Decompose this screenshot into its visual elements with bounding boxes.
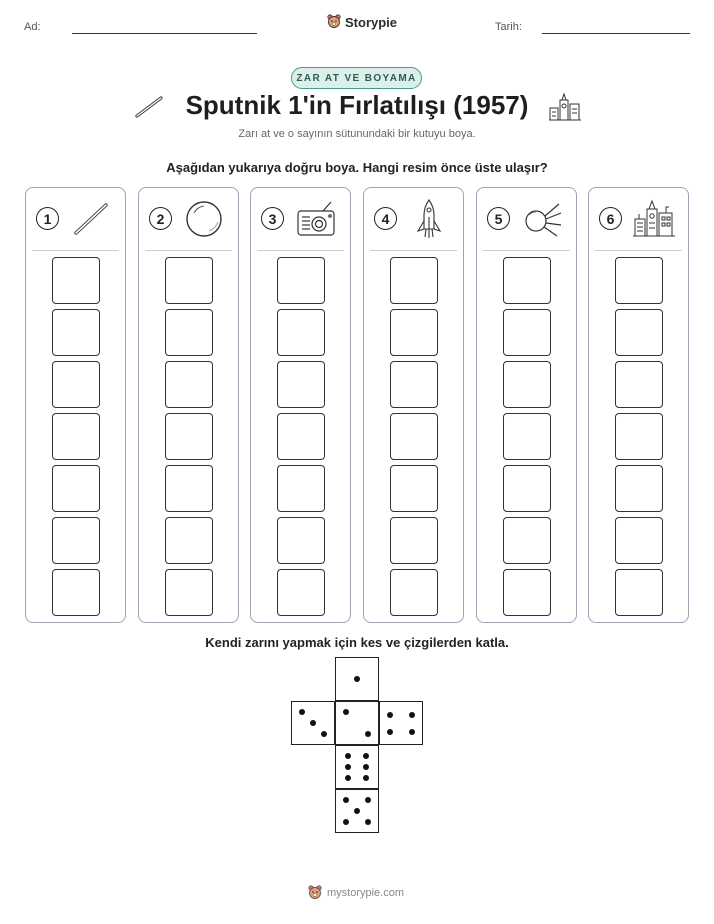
antenna-rod-icon <box>74 203 108 235</box>
dice-face-6 <box>335 745 379 789</box>
column-number: 1 <box>36 207 59 230</box>
dice-face-5 <box>335 789 379 833</box>
column-number: 5 <box>487 207 510 230</box>
bear-logo-icon <box>327 14 341 28</box>
color-box[interactable] <box>165 413 213 460</box>
color-box[interactable] <box>52 309 100 356</box>
rocket-icon <box>416 199 442 238</box>
name-line[interactable] <box>72 33 257 34</box>
bear-logo-icon <box>308 885 322 899</box>
dice-face-1 <box>335 657 379 701</box>
color-box[interactable] <box>390 413 438 460</box>
dice-face-2 <box>335 701 379 745</box>
color-box[interactable] <box>390 361 438 408</box>
color-box[interactable] <box>277 569 325 616</box>
color-box[interactable] <box>615 361 663 408</box>
cut-instruction: Kendi zarını yapmak için kes ve çizgiler… <box>205 635 509 650</box>
color-box[interactable] <box>165 361 213 408</box>
activity-badge: ZAR AT VE BOYAMA <box>291 67 422 89</box>
column-number: 2 <box>149 207 172 230</box>
color-box[interactable] <box>165 257 213 304</box>
column-5: 5 <box>476 187 577 623</box>
page-title: Sputnik 1'in Fırlatılışı (1957) <box>185 90 529 120</box>
color-box[interactable] <box>503 361 551 408</box>
color-box[interactable] <box>503 257 551 304</box>
date-label: Tarih: <box>495 21 522 33</box>
color-box[interactable] <box>390 257 438 304</box>
column-1: 1 <box>25 187 126 623</box>
color-box[interactable] <box>277 309 325 356</box>
column-4: 4 <box>363 187 464 623</box>
color-box[interactable] <box>615 465 663 512</box>
color-box[interactable] <box>615 413 663 460</box>
sputnik-satellite-icon <box>525 203 562 237</box>
page-subtitle: Zarı at ve o sayının sütunundaki bir kut… <box>238 128 476 140</box>
coloring-instruction: Aşağıdan yukarıya doğru boya. Hangi resi… <box>166 160 548 175</box>
color-box[interactable] <box>390 569 438 616</box>
color-box[interactable] <box>277 413 325 460</box>
color-box[interactable] <box>52 361 100 408</box>
color-box[interactable] <box>52 413 100 460</box>
column-6: 6 <box>588 187 689 623</box>
color-box[interactable] <box>277 517 325 564</box>
color-box[interactable] <box>165 309 213 356</box>
color-box[interactable] <box>390 465 438 512</box>
column-header: 4 <box>364 188 463 250</box>
color-box[interactable] <box>277 257 325 304</box>
column-header: 3 <box>251 188 350 250</box>
date-line[interactable] <box>542 33 690 34</box>
color-box[interactable] <box>615 309 663 356</box>
footer: mystorypie.com <box>308 885 404 901</box>
column-number: 6 <box>599 207 622 230</box>
column-header: 6 <box>589 188 688 250</box>
column-number: 3 <box>261 207 284 230</box>
sphere-icon <box>186 201 222 237</box>
color-box[interactable] <box>165 569 213 616</box>
color-box[interactable] <box>52 257 100 304</box>
column-header: 1 <box>26 188 125 250</box>
column-number: 4 <box>374 207 397 230</box>
title-launch-base-icon <box>549 92 581 121</box>
name-label: Ad: <box>24 21 41 33</box>
color-box[interactable] <box>615 257 663 304</box>
color-box[interactable] <box>52 465 100 512</box>
brand-name: Storypie <box>345 14 398 30</box>
footer-url[interactable]: mystorypie.com <box>327 887 405 899</box>
color-box[interactable] <box>615 569 663 616</box>
brand-logo: Storypie <box>327 14 397 30</box>
color-box[interactable] <box>390 517 438 564</box>
column-2: 2 <box>138 187 239 623</box>
column-header: 2 <box>139 188 238 250</box>
color-box[interactable] <box>52 569 100 616</box>
title-antenna-icon <box>135 96 163 118</box>
color-box[interactable] <box>503 569 551 616</box>
color-box[interactable] <box>503 309 551 356</box>
color-box[interactable] <box>615 517 663 564</box>
color-box[interactable] <box>165 517 213 564</box>
color-box[interactable] <box>390 309 438 356</box>
color-box[interactable] <box>503 413 551 460</box>
color-box[interactable] <box>277 361 325 408</box>
column-header: 5 <box>477 188 576 250</box>
color-box[interactable] <box>277 465 325 512</box>
dice-face-3 <box>291 701 335 745</box>
column-3: 3 <box>250 187 351 623</box>
radio-icon <box>297 201 335 236</box>
color-box[interactable] <box>165 465 213 512</box>
launch-base-icon <box>633 199 675 237</box>
dice-face-4 <box>379 701 423 745</box>
color-box[interactable] <box>503 465 551 512</box>
color-box[interactable] <box>503 517 551 564</box>
color-box[interactable] <box>52 517 100 564</box>
